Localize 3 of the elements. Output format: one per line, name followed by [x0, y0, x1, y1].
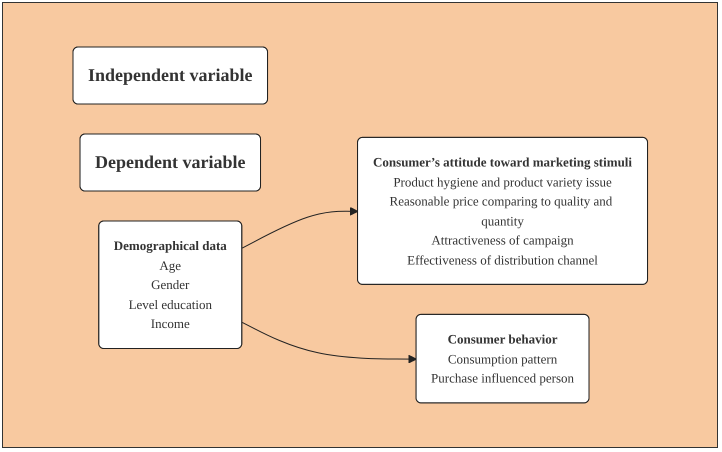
panel-background: Independent variable Dependent variable Demographical data Age Gender Level education Income Consumer’s attitude toward marketing stimuli Product hygiene and product variety issue Reasonable price comparing to quality and quantity Attractiveness of campaign Effectiveness of distribution channel Consumer behavior Consumption pattern Purchase influenced person [2, 2, 718, 448]
arrow [242, 322, 417, 364]
arrow [242, 206, 358, 249]
